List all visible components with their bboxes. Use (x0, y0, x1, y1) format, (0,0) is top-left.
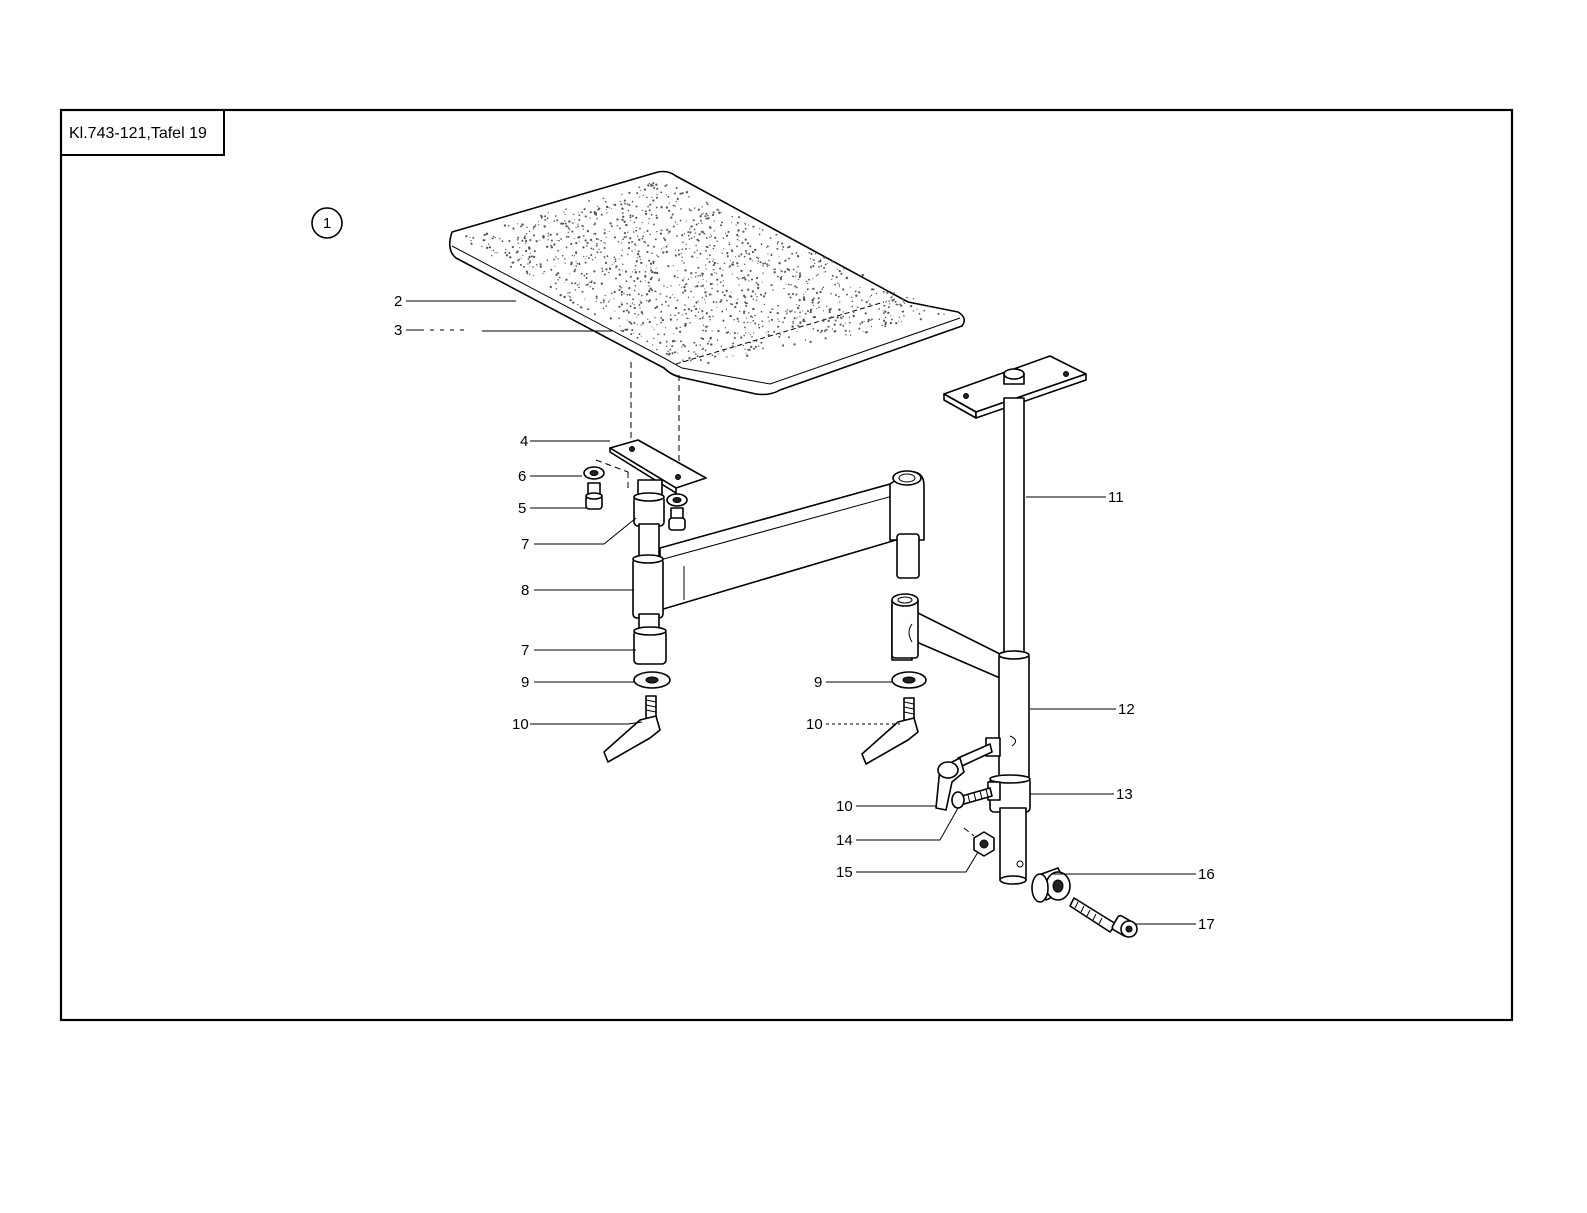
group-number: 1 (323, 215, 331, 232)
callout-5: 5 (518, 500, 526, 517)
callout-11: 11 (1108, 489, 1124, 506)
callout-6: 6 (518, 468, 526, 485)
clamp-lever-left (604, 696, 660, 762)
bolt-17 (1070, 898, 1137, 937)
lower-left-bushing (634, 614, 666, 664)
callout-7a: 7 (521, 536, 529, 553)
support-post (944, 356, 1086, 658)
callout-14: 14 (836, 832, 853, 849)
callout-17: 17 (1198, 916, 1215, 933)
callout-numbers: 2 3 4 6 5 7 8 7 9 10 9 10 11 12 13 10 14… (394, 293, 1215, 933)
post-collar (988, 775, 1030, 812)
callout-4: 4 (520, 433, 528, 450)
washer-screw-right (667, 494, 687, 530)
washer-right (892, 672, 926, 688)
washer-screw-left (584, 467, 604, 509)
callout-10a: 10 (512, 716, 529, 733)
callout-10c: 10 (836, 798, 853, 815)
spacer-16 (1032, 868, 1070, 902)
callout-15: 15 (836, 864, 853, 881)
post-sleeve (999, 651, 1029, 780)
callout-2: 2 (394, 293, 402, 310)
screw-14 (952, 788, 992, 808)
washer-left (634, 672, 670, 688)
callout-3: 3 (394, 322, 402, 339)
callout-10b: 10 (806, 716, 823, 733)
callout-13: 13 (1116, 786, 1133, 803)
armrest-pad (450, 172, 965, 395)
callout-9b: 9 (814, 674, 822, 691)
callout-7b: 7 (521, 642, 529, 659)
lower-tube (1000, 808, 1026, 880)
lower-arm (892, 594, 1000, 678)
sheet-title: Kl.743-121,Tafel 19 (69, 125, 207, 142)
callout-9a: 9 (521, 674, 529, 691)
callout-16: 16 (1198, 866, 1215, 883)
nut-15 (964, 828, 994, 856)
callout-12: 12 (1118, 701, 1135, 718)
clamp-lever-mid (862, 698, 918, 764)
callout-8: 8 (521, 582, 529, 599)
leader-lines (406, 301, 1196, 924)
